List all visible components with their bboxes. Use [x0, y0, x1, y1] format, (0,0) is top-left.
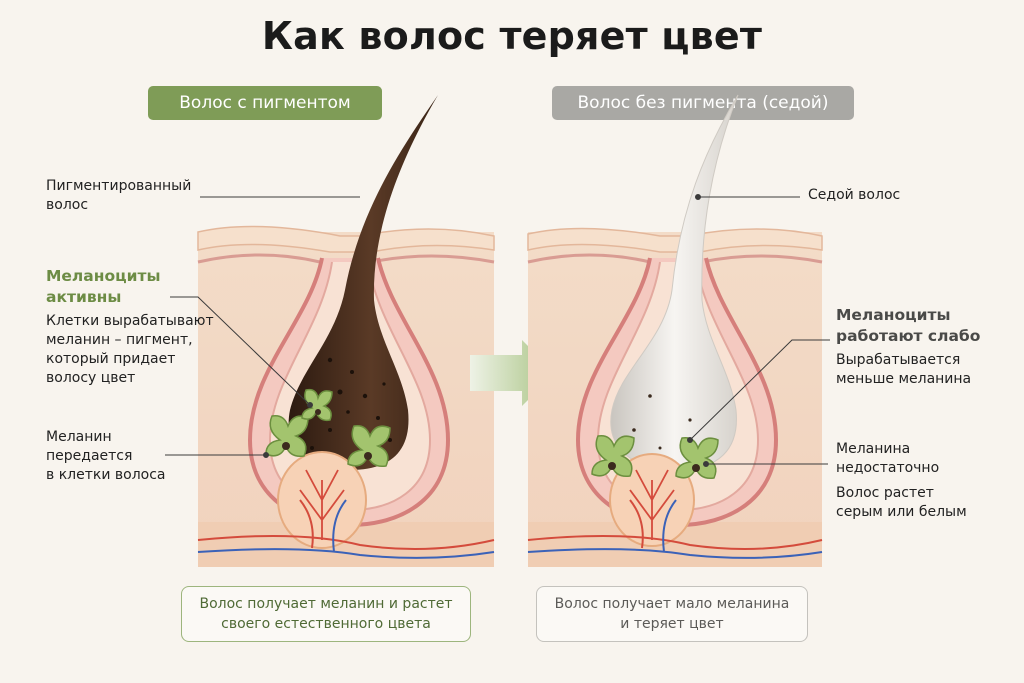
right-panel-header: Волос без пигмента (седой)	[552, 86, 854, 120]
right-skin-surface	[527, 227, 823, 253]
left-artery	[197, 535, 495, 550]
right-vein	[527, 548, 823, 559]
left-melanocyte-nuclei	[282, 409, 372, 460]
right-melanocyte-nuclei	[608, 462, 700, 472]
left-melanocyte-cells	[265, 388, 391, 468]
label-melanin-insufficient: Меланина недостаточно	[836, 441, 940, 476]
left-papilla-capillaries	[299, 469, 345, 540]
label-melanocytes-weak-heading: Меланоциты работают слабо	[836, 306, 981, 345]
left-skin-surface	[197, 225, 495, 253]
right-artery	[527, 535, 823, 550]
page-title: Как волос теряет цвет	[261, 14, 763, 58]
right-melanocyte-cells	[591, 434, 719, 480]
label-melanocytes-active-heading: Меланоциты активны	[46, 267, 161, 306]
right-follicle-illustration	[527, 94, 823, 567]
label-pigmented-hair: Пигментированный волос	[46, 178, 192, 213]
label-melanocytes-weak-text: Вырабатывается меньше меланина	[836, 352, 972, 387]
left-follicle-illustration	[197, 95, 495, 567]
right-leader-lines	[687, 194, 830, 467]
left-caption-box: Волос получает меланин и растет своего е…	[181, 586, 471, 642]
label-grows-grey: Волос растет серым или белым	[836, 485, 967, 520]
left-leader-lines	[165, 196, 360, 458]
left-epidermis-line	[197, 253, 495, 264]
left-panel-header: Волос с пигментом	[148, 86, 382, 120]
right-caption-box: Волос получает мало меланина и теряет цв…	[536, 586, 808, 642]
right-papilla-capillaries	[629, 469, 675, 540]
label-melanin-transfer: Меланин передается в клетки волоса	[46, 429, 166, 483]
right-epidermis-line	[527, 253, 823, 264]
left-pigmented-hair-shaft	[288, 95, 438, 470]
label-grey-hair: Седой волос	[808, 187, 901, 203]
left-vein	[197, 548, 495, 559]
label-melanocytes-active-text: Клетки вырабатывают меланин – пигмент, к…	[46, 313, 214, 386]
